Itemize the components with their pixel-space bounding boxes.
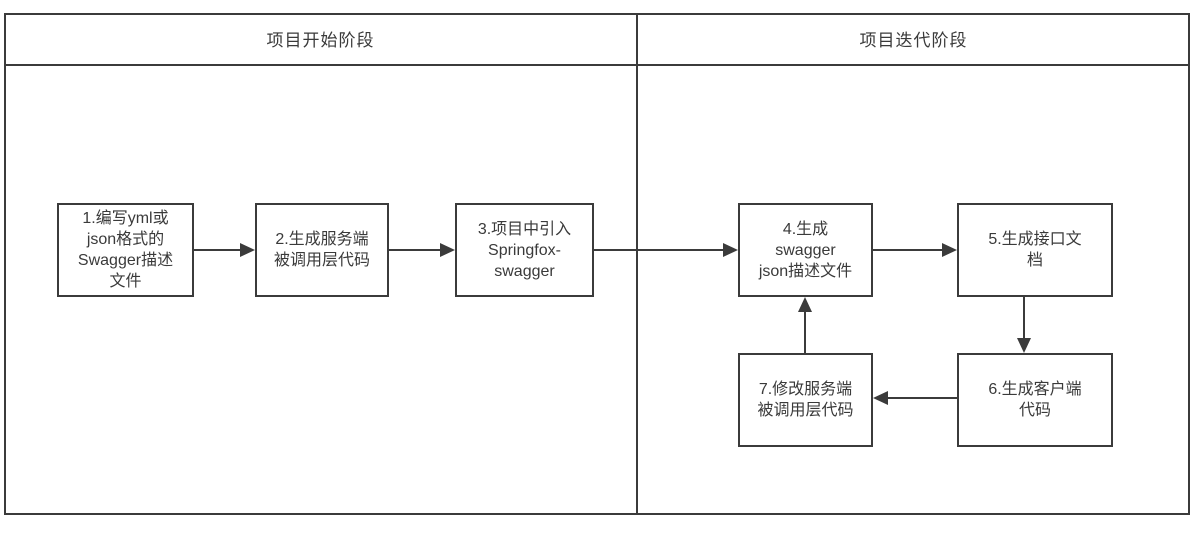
arrowhead-7-4-icon: [798, 297, 812, 312]
arrow-line-5-6: [1023, 297, 1025, 339]
arrow-line-3-4: [594, 249, 724, 251]
node-6-generate-client-code: 6.生成客户端 代码: [957, 353, 1113, 447]
node-7-modify-server-code: 7.修改服务端 被调用层代码: [738, 353, 873, 447]
node-5-generate-api-doc: 5.生成接口文 档: [957, 203, 1113, 297]
node-3-import-springfox: 3.项目中引入 Springfox- swagger: [455, 203, 594, 297]
header-divider-line: [4, 64, 1190, 66]
arrowhead-4-5-icon: [942, 243, 957, 257]
arrowhead-6-7-icon: [873, 391, 888, 405]
node-4-generate-swagger-json: 4.生成 swagger json描述文件: [738, 203, 873, 297]
arrow-line-7-4: [804, 310, 806, 353]
arrow-line-1-2: [194, 249, 242, 251]
arrowhead-5-6-icon: [1017, 338, 1031, 353]
phase-header-start-label: 项目开始阶段: [266, 31, 375, 50]
phase-header-iteration: 项目迭代阶段: [637, 13, 1190, 64]
arrowhead-3-4-icon: [723, 243, 738, 257]
phase-header-start: 项目开始阶段: [4, 13, 637, 64]
phase-divider-line: [636, 13, 638, 515]
arrowhead-2-3-icon: [440, 243, 455, 257]
phase-header-iteration-label: 项目迭代阶段: [859, 31, 968, 50]
arrow-line-4-5: [873, 249, 943, 251]
arrow-line-2-3: [389, 249, 441, 251]
node-1-write-swagger-file: 1.编写yml或 json格式的 Swagger描述 文件: [57, 203, 194, 297]
diagram-frame: [4, 13, 1190, 515]
arrow-line-6-7: [886, 397, 957, 399]
node-2-generate-server-code: 2.生成服务端 被调用层代码: [255, 203, 389, 297]
arrowhead-1-2-icon: [240, 243, 255, 257]
